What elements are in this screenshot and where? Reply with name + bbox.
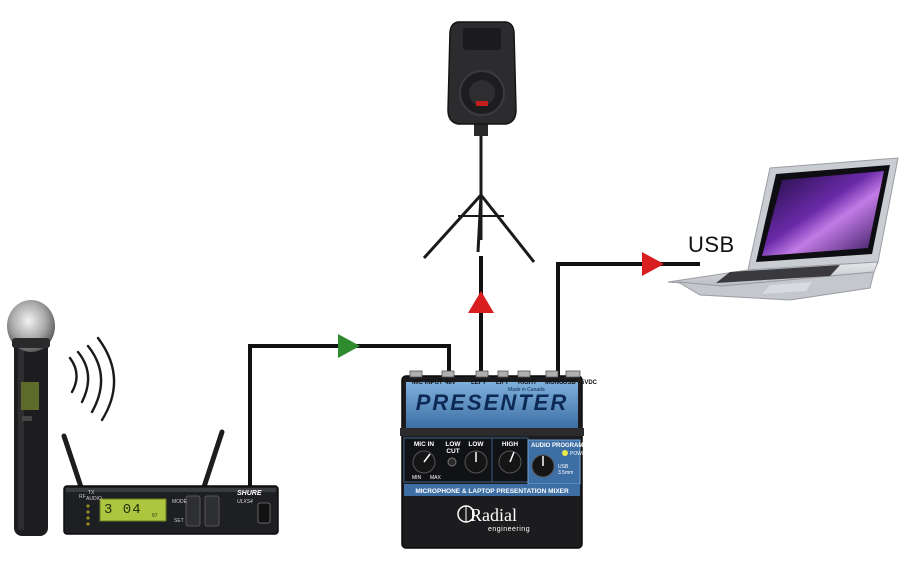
receiver-lcd-readout: 3 04	[104, 502, 142, 518]
jack-label-mic-input: MIC INPUT	[412, 380, 443, 386]
max-label: MAX	[430, 475, 441, 481]
wireless-signal-icon	[68, 336, 116, 422]
knob-low[interactable]	[464, 450, 488, 474]
usb-35-label: USB 3.5mm	[558, 464, 574, 476]
min-label: MIN	[412, 475, 422, 481]
tripod-stand	[422, 125, 536, 263]
audio-program-label: AUDIO PROGRAM	[531, 443, 584, 449]
jack-label-right: RIGHT	[518, 380, 537, 386]
radial-logo-icon	[457, 505, 475, 523]
wireless-receiver	[61, 429, 279, 535]
red-arrow-up-icon	[468, 291, 494, 313]
jack-label-lift: LIFT	[496, 380, 509, 386]
presenter-mixer	[400, 370, 584, 549]
knob-label-mic-in: MIC IN	[413, 441, 435, 448]
knob-label-low: LOW	[468, 441, 484, 448]
microphone-image	[7, 300, 55, 536]
jack-label-left: LEFT	[471, 380, 486, 386]
presenter-title: PRESENTER	[415, 390, 569, 415]
usb-label: USB	[688, 232, 735, 257]
green-arrow-icon	[338, 334, 360, 358]
jack-label-usb-5vdc: USB - 5VDC	[563, 380, 598, 386]
jack-row	[409, 370, 581, 378]
radial-brand: Radial	[470, 505, 517, 525]
knob-high[interactable]	[498, 450, 522, 474]
laptop-image	[667, 157, 899, 301]
receiver-label-mode: MODE	[172, 499, 187, 505]
knob-label-high: HIGH	[501, 441, 519, 448]
red-arrow-right-icon	[642, 252, 664, 276]
knob-mic-in[interactable]	[412, 450, 436, 474]
knob-low-cut[interactable]	[447, 457, 457, 467]
shure-model: ULXS4	[237, 499, 253, 505]
receiver-label-set: SET	[174, 518, 184, 524]
jack-label-48v: 48V	[445, 380, 456, 386]
shure-brand: SHURE	[237, 490, 262, 497]
receiver-label-rf: RF	[79, 494, 86, 500]
made-in-label: Made in Canada	[508, 387, 545, 393]
power-label: POWER	[570, 451, 589, 457]
receiver-label-audio: AUDIO	[86, 496, 102, 502]
receiver-lcd-small: 67	[152, 513, 158, 519]
knob-label-low-cut: LOW CUT	[445, 441, 461, 455]
radial-brand-sub: engineering	[488, 526, 531, 533]
mixer-tagline: MICROPHONE & LAPTOP PRESENTATION MIXER	[415, 488, 569, 495]
speaker-on-stand	[422, 21, 536, 263]
power-led-icon	[562, 450, 568, 456]
jack-label-mono: MONO	[545, 380, 564, 386]
receiver-label-tx: TX	[88, 490, 95, 496]
knob-audio-program[interactable]	[531, 454, 555, 478]
